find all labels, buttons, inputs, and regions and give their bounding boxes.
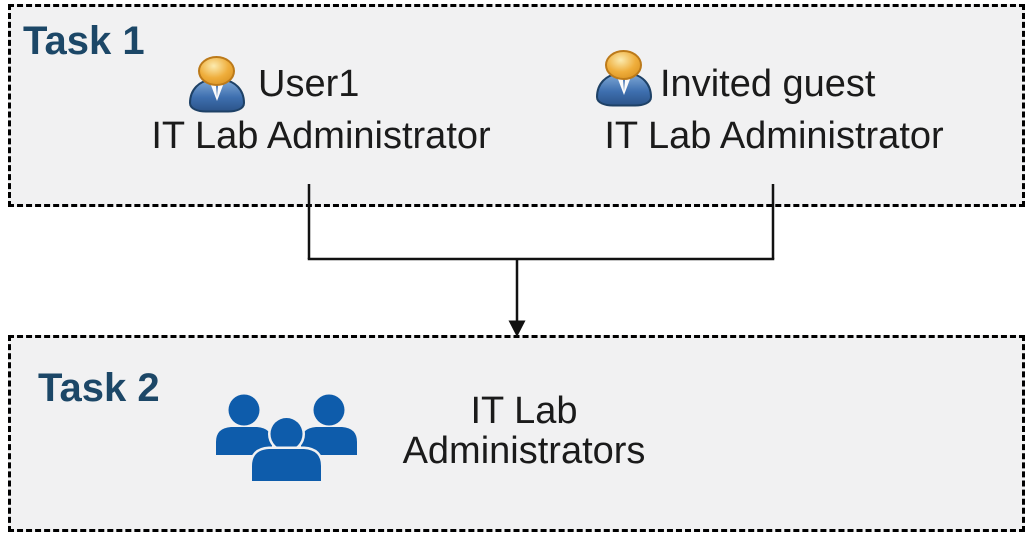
member-role: IT Lab Administrator [151, 115, 491, 157]
group-label: IT Lab Administrators [384, 391, 664, 471]
task1-title: Task 1 [23, 19, 145, 63]
member-name: User1 [258, 63, 360, 105]
group-label-line1: IT Lab [470, 390, 578, 432]
person-icon [594, 50, 654, 108]
person-icon [187, 56, 247, 114]
task2-title: Task 2 [38, 366, 160, 410]
task1-box [8, 4, 1025, 207]
member-role: IT Lab Administrator [604, 115, 944, 157]
people-group-icon [216, 394, 357, 486]
member-name: Invited guest [660, 63, 876, 105]
task2-box [8, 335, 1025, 532]
group-label-line2: Administrators [402, 430, 646, 472]
